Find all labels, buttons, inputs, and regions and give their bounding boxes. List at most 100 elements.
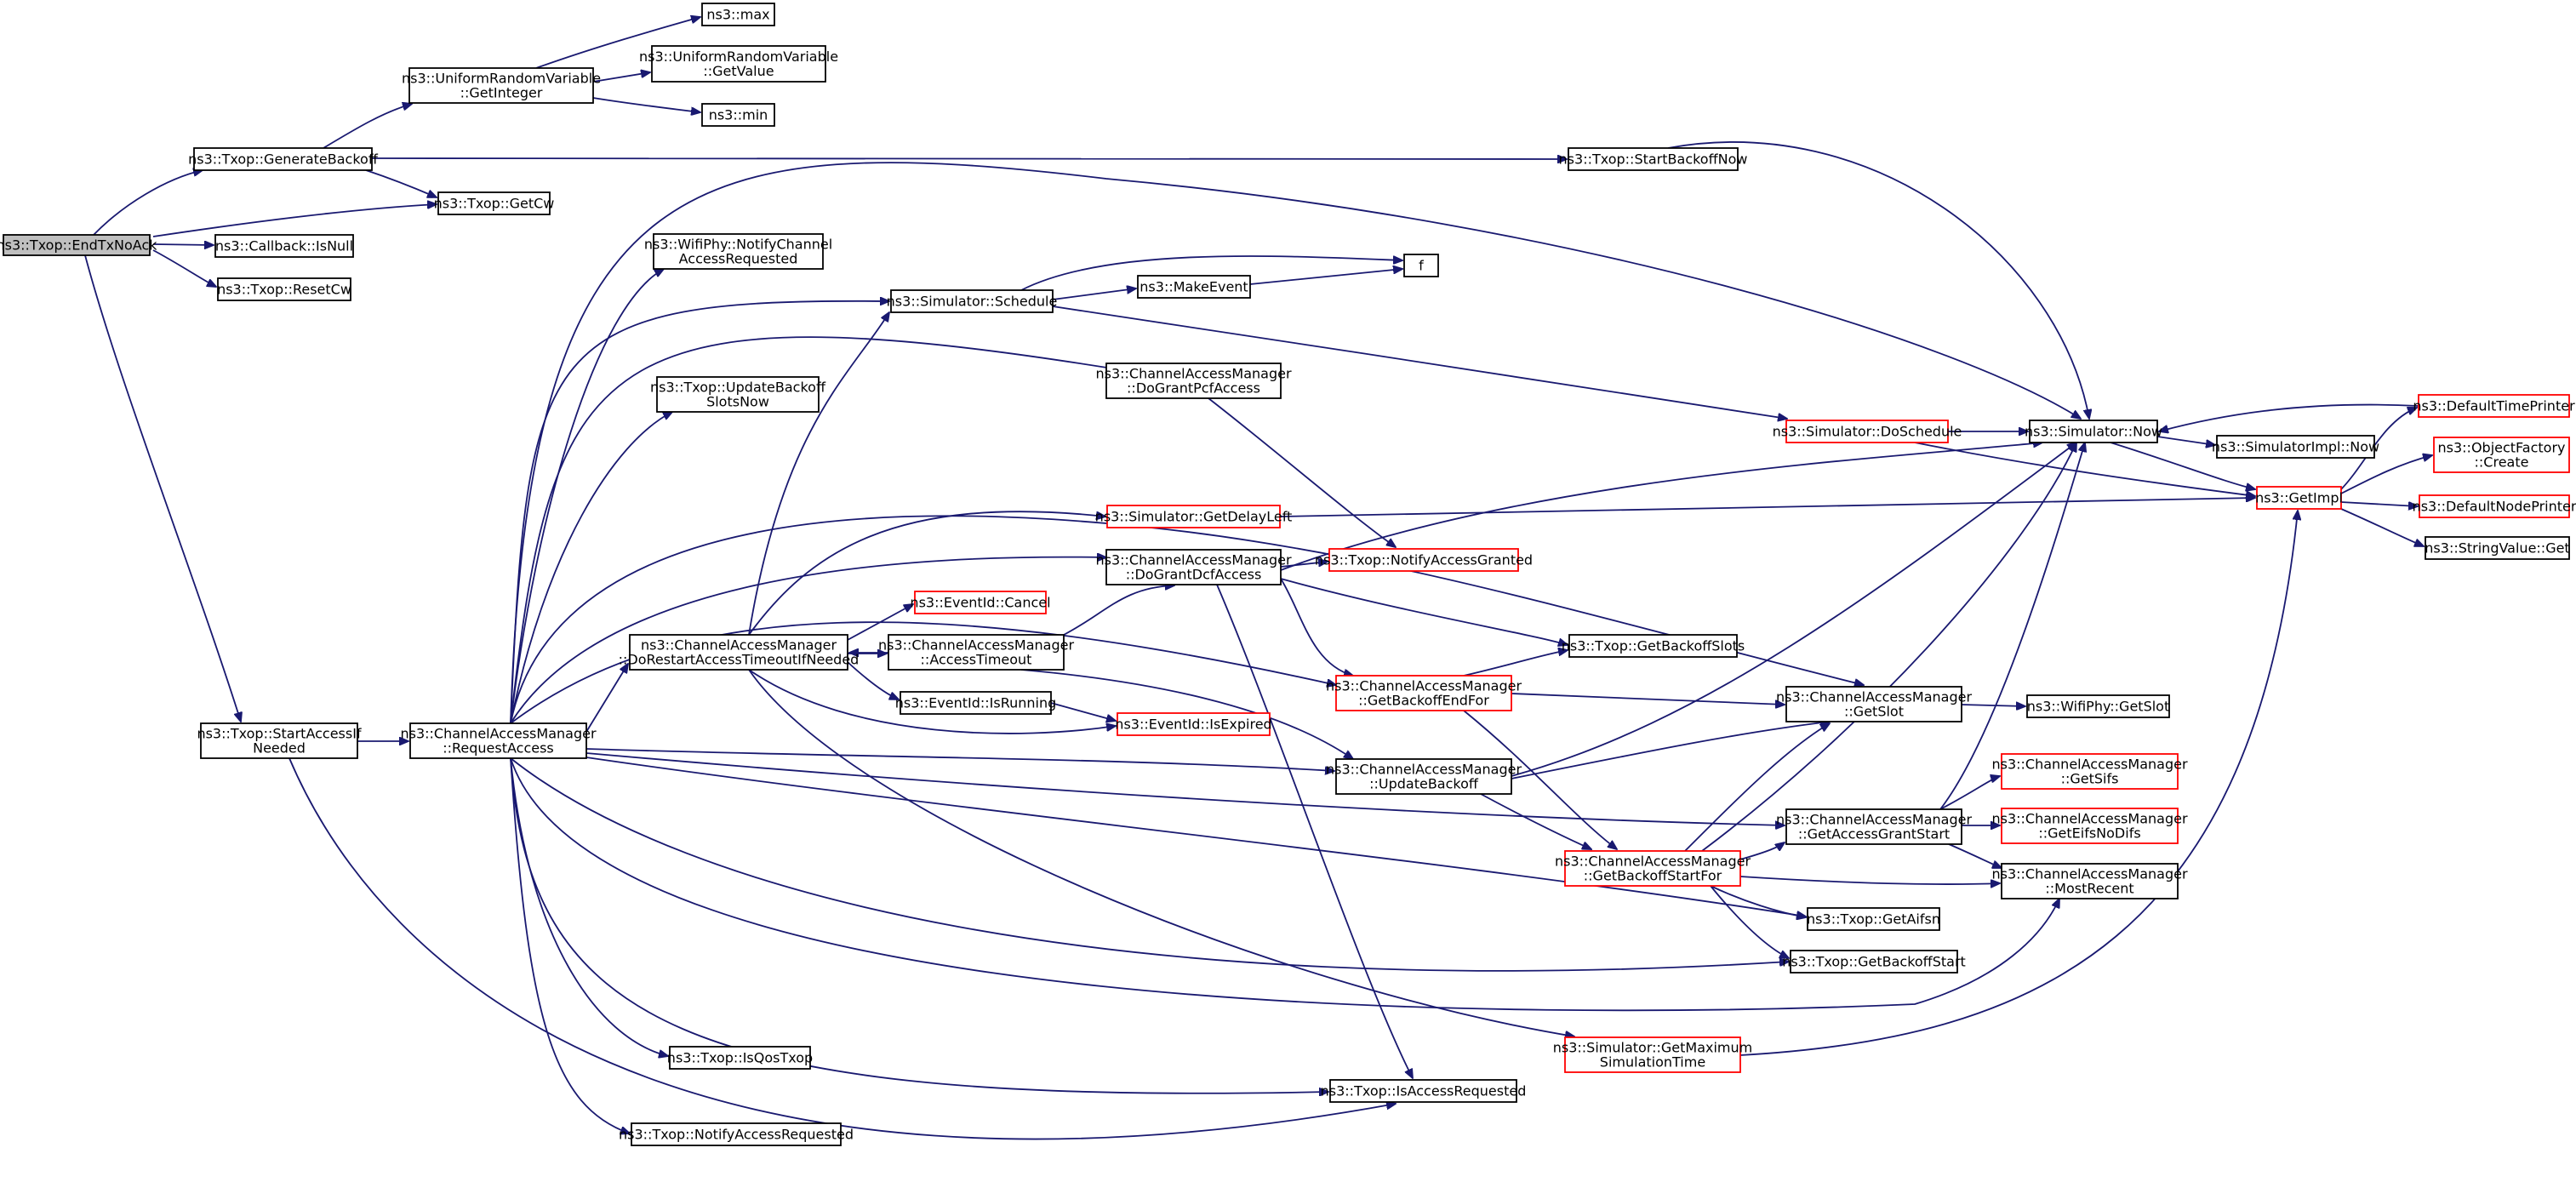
edge-to-getimpl	[1739, 511, 2298, 1056]
node-box	[1564, 850, 1741, 887]
node-label: ns3::Simulator::Schedule	[887, 294, 1058, 310]
edge-to-startaccess	[84, 254, 241, 722]
node-objfact[interactable]: ns3::ObjectFactory::Create	[2433, 437, 2570, 473]
node-strget[interactable]: ns3::StringValue::Get	[2425, 536, 2570, 560]
node-f[interactable]: f	[1403, 254, 1439, 277]
node-label: AccessRequested	[679, 251, 798, 267]
node-getaifsn[interactable]: ns3::Txop::GetAifsn	[1807, 907, 1940, 931]
edge-to-getbkstart	[1710, 885, 1789, 958]
node-getbkstart[interactable]: ns3::Txop::GetBackoffStart	[1782, 950, 1966, 974]
node-label: ::GetBackoffStartFor	[1584, 868, 1722, 884]
node-restart[interactable]: ns3::ChannelAccessManager::DoRestartAcce…	[619, 634, 860, 671]
node-delayleft[interactable]: ns3::Simulator::GetDelayLeft	[1095, 505, 1293, 528]
node-notifyaccreq[interactable]: ns3::Txop::NotifyAccessRequested	[619, 1122, 854, 1146]
node-getslot[interactable]: ns3::ChannelAccessManager::GetSlot	[1776, 686, 1972, 722]
node-label: ns3::ChannelAccessManager	[1991, 866, 2187, 882]
node-label: ::GetSifs	[2061, 771, 2119, 787]
node-eifs[interactable]: ns3::ChannelAccessManager::GetEifsNoDifs	[1991, 808, 2188, 844]
node-box	[890, 289, 1054, 313]
node-box	[2419, 494, 2570, 518]
node-updbk[interactable]: ns3::ChannelAccessManager::UpdateBackoff	[1326, 758, 1522, 795]
call-nodes: ns3::Txop::EndTxNoAck ns3::Txop::Generate…	[0, 3, 2576, 1146]
node-box	[1568, 147, 1739, 171]
node-schedule[interactable]: ns3::Simulator::Schedule	[887, 289, 1058, 313]
edge-to-now	[1511, 443, 2076, 777]
node-bkstartfor[interactable]: ns3::ChannelAccessManager::GetBackoffSta…	[1555, 850, 1751, 887]
node-getimpl[interactable]: ns3::GetImpl	[2255, 486, 2343, 510]
node-genbk[interactable]: ns3::Txop::GenerateBackoff	[188, 147, 379, 171]
node-label: ns3::ChannelAccessManager	[1095, 366, 1291, 382]
edge-to-f	[1249, 269, 1402, 285]
edge-to-deftime	[2340, 408, 2417, 490]
node-resetcw[interactable]: ns3::Txop::ResetCw	[217, 277, 351, 301]
edge-to-mostrecent	[1739, 876, 2000, 884]
node-label: ns3::Simulator::DoSchedule	[1773, 424, 1962, 440]
node-label: ns3::ObjectFactory	[2438, 440, 2566, 456]
node-box	[629, 634, 848, 671]
node-implnow[interactable]: ns3::SimulatorImpl::Now	[2212, 435, 2379, 459]
node-makeevent[interactable]: ns3::MakeEvent	[1137, 275, 1251, 299]
edge-to-grantstart	[1739, 842, 1785, 860]
edge-to-getslot	[1684, 723, 1830, 852]
node-label: SimulationTime	[1600, 1054, 1705, 1071]
node-isexpired[interactable]: ns3::EventId::IsExpired	[1115, 712, 1272, 736]
edge-to-isaccreq	[288, 757, 1396, 1140]
node-dodcf[interactable]: ns3::ChannelAccessManager::DoGrantDcfAcc…	[1095, 549, 1292, 585]
node-box	[888, 634, 1065, 671]
edge-to-startbknow	[371, 158, 1567, 159]
node-getsifs[interactable]: ns3::ChannelAccessManager::GetSifs	[1991, 753, 2188, 790]
node-cancel[interactable]: ns3::EventId::Cancel	[910, 591, 1051, 614]
node-now[interactable]: ns3::Simulator::Now	[2025, 420, 2162, 443]
edge-to-getbkslots	[1463, 650, 1568, 677]
node-dopcf[interactable]: ns3::ChannelAccessManager::DoGrantPcfAcc…	[1095, 363, 1292, 399]
node-box	[914, 591, 1047, 614]
node-label: ::AccessTimeout	[921, 652, 1032, 668]
node-deftime[interactable]: ns3::DefaultTimePrinter	[2413, 394, 2575, 418]
node-box	[2216, 435, 2375, 459]
node-label: ns3::ChannelAccessManager	[1095, 552, 1291, 568]
edge-to-urvint	[323, 104, 412, 149]
node-isrunning[interactable]: ns3::EventId::IsRunning	[895, 691, 1057, 715]
node-reqaccess[interactable]: ns3::ChannelAccessManager::RequestAccess	[400, 722, 597, 759]
node-urvval[interactable]: ns3::UniformRandomVariable::GetValue	[639, 45, 838, 83]
node-dosched[interactable]: ns3::Simulator::DoSchedule	[1773, 420, 1962, 443]
edge-to-restart	[585, 664, 628, 733]
node-label: ns3::Callback::IsNull	[215, 238, 353, 254]
node-label: SlotsNow	[706, 394, 769, 410]
node-getbkend[interactable]: ns3::ChannelAccessManager::GetBackoffEnd…	[1326, 675, 1522, 711]
edge-to-dodcf	[1063, 585, 1174, 636]
node-urvint[interactable]: ns3::UniformRandomVariable::GetInteger	[402, 67, 601, 104]
node-acctimeout[interactable]: ns3::ChannelAccessManager::AccessTimeout	[878, 634, 1074, 671]
node-label: ::DoRestartAccessTimeoutIfNeeded	[619, 652, 860, 668]
node-defnode[interactable]: ns3::DefaultNodePrinter	[2413, 494, 2576, 518]
node-label: ns3::Txop::UpdateBackoff	[650, 380, 826, 396]
node-box	[2001, 808, 2179, 844]
edge-to-max	[535, 17, 700, 69]
node-getcw[interactable]: ns3::Txop::GetCw	[434, 191, 555, 215]
node-grantstart[interactable]: ns3::ChannelAccessManager::GetAccessGran…	[1776, 808, 1972, 845]
node-label: ns3::StringValue::Get	[2425, 540, 2569, 557]
node-isnull[interactable]: ns3::Callback::IsNull	[214, 234, 354, 258]
edge-to-isexpired	[748, 669, 1116, 734]
node-min[interactable]: ns3::min	[701, 103, 775, 127]
node-isaccreq[interactable]: ns3::Txop::IsAccessRequested	[1321, 1079, 1527, 1103]
node-label: ns3::DefaultTimePrinter	[2413, 398, 2575, 414]
node-notifygranted[interactable]: ns3::Txop::NotifyAccessGranted	[1315, 548, 1533, 572]
node-endtx[interactable]: ns3::Txop::EndTxNoAck	[0, 234, 157, 256]
node-startbknow[interactable]: ns3::Txop::StartBackoffNow	[1559, 147, 1748, 171]
node-label: ns3::EventId::Cancel	[910, 595, 1050, 611]
edge-to-getcw	[152, 204, 437, 237]
node-box	[2001, 753, 2179, 790]
edge-to-schedule	[510, 301, 889, 724]
edge-to-getsifs	[1939, 776, 2000, 810]
node-wifinotify[interactable]: ns3::WifiPhy::NotifyChannelAccessRequest…	[644, 233, 832, 270]
node-mostrecent[interactable]: ns3::ChannelAccessManager::MostRecent	[1991, 863, 2188, 899]
node-physlot[interactable]: ns3::WifiPhy::GetSlot	[2026, 694, 2170, 718]
node-max[interactable]: ns3::max	[701, 3, 775, 26]
node-box	[409, 722, 587, 759]
node-isqos[interactable]: ns3::Txop::IsQosTxop	[667, 1046, 813, 1070]
node-getbkslots[interactable]: ns3::Txop::GetBackoffSlots	[1562, 634, 1745, 658]
